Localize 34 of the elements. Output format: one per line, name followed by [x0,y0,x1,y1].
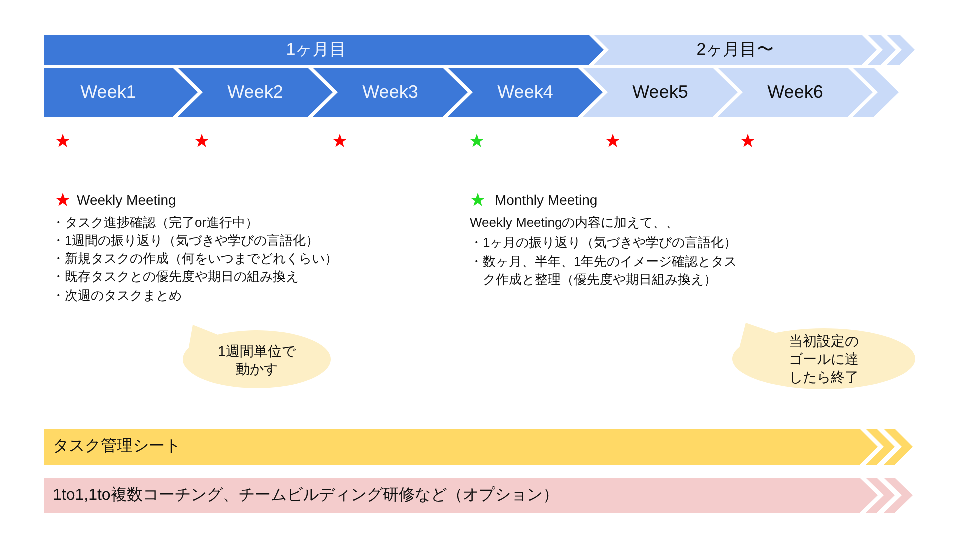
legend-label: Monthly Meeting [495,192,598,208]
week-label: Week1 [80,82,136,104]
week-step [313,68,468,117]
week-step [178,68,333,117]
list-item: ・既存タスクとの優先度や期日の組み換え [52,268,299,286]
week-step [583,68,738,117]
bar-label: タスク管理シート [53,437,181,457]
list-item: ・タスク進捗確認（完了or進行中） [52,214,259,232]
month-band [594,35,915,65]
intro-text: Weekly Meetingの内容に加えて、、 [470,214,680,232]
list-item: ・次週のタスクまとめ [52,287,182,305]
week-label: Week4 [498,82,554,104]
list-item: ・1ヶ月の振り返り（気づきや学びの言語化） [470,234,738,252]
week-step [44,68,198,117]
week-label: Week5 [632,82,688,104]
list-item: ・1週間の振り返り（気づきや学びの言語化） [52,232,320,250]
task-bar [44,429,913,465]
list-item: ・数ヶ月、半年、1年先のイメージ確認とタスク作成と整理（優先度や期日組み換え） [470,253,738,289]
band-label: 1ヶ月目 [286,40,347,60]
month-band [44,35,604,65]
bubble-text: 1週間単位で動かす [217,342,298,378]
option-bar [44,478,913,513]
band-label: 2ヶ月目〜 [696,40,774,60]
step-shape [853,68,899,117]
bar-label: 1to1,1to複数コーチング、チームビルディング研修など（オプション） [53,486,559,506]
legend-label: Weekly Meeting [77,192,176,208]
week-label: Week2 [228,82,284,104]
week-label: Week3 [362,82,418,104]
week-step [448,68,603,117]
bubble-text: 当初設定のゴールに達したら終了 [788,332,860,386]
week-label: Week6 [768,82,824,104]
list-item: ・新規タスクの作成（何をいつまでどれくらい） [52,250,338,268]
speech-bubble [182,324,332,389]
speech-bubble [732,322,916,390]
